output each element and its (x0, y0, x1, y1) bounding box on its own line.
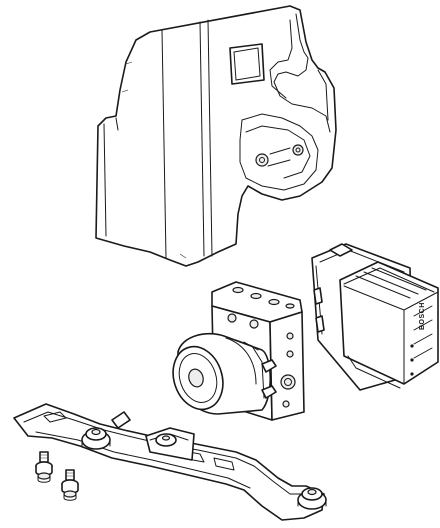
abs-control-module: BOSCH (311, 243, 439, 391)
grommet-center (155, 433, 177, 447)
isolator-bolt-1 (35, 451, 53, 483)
isolator-bolt-2 (61, 469, 79, 501)
mounting-bracket (13, 403, 327, 521)
module-marking: BOSCH (419, 302, 426, 330)
grommet-left (81, 427, 111, 450)
grommet-right (297, 487, 327, 510)
heat-shield (95, 5, 337, 267)
abs-hydraulic-unit (172, 281, 305, 421)
